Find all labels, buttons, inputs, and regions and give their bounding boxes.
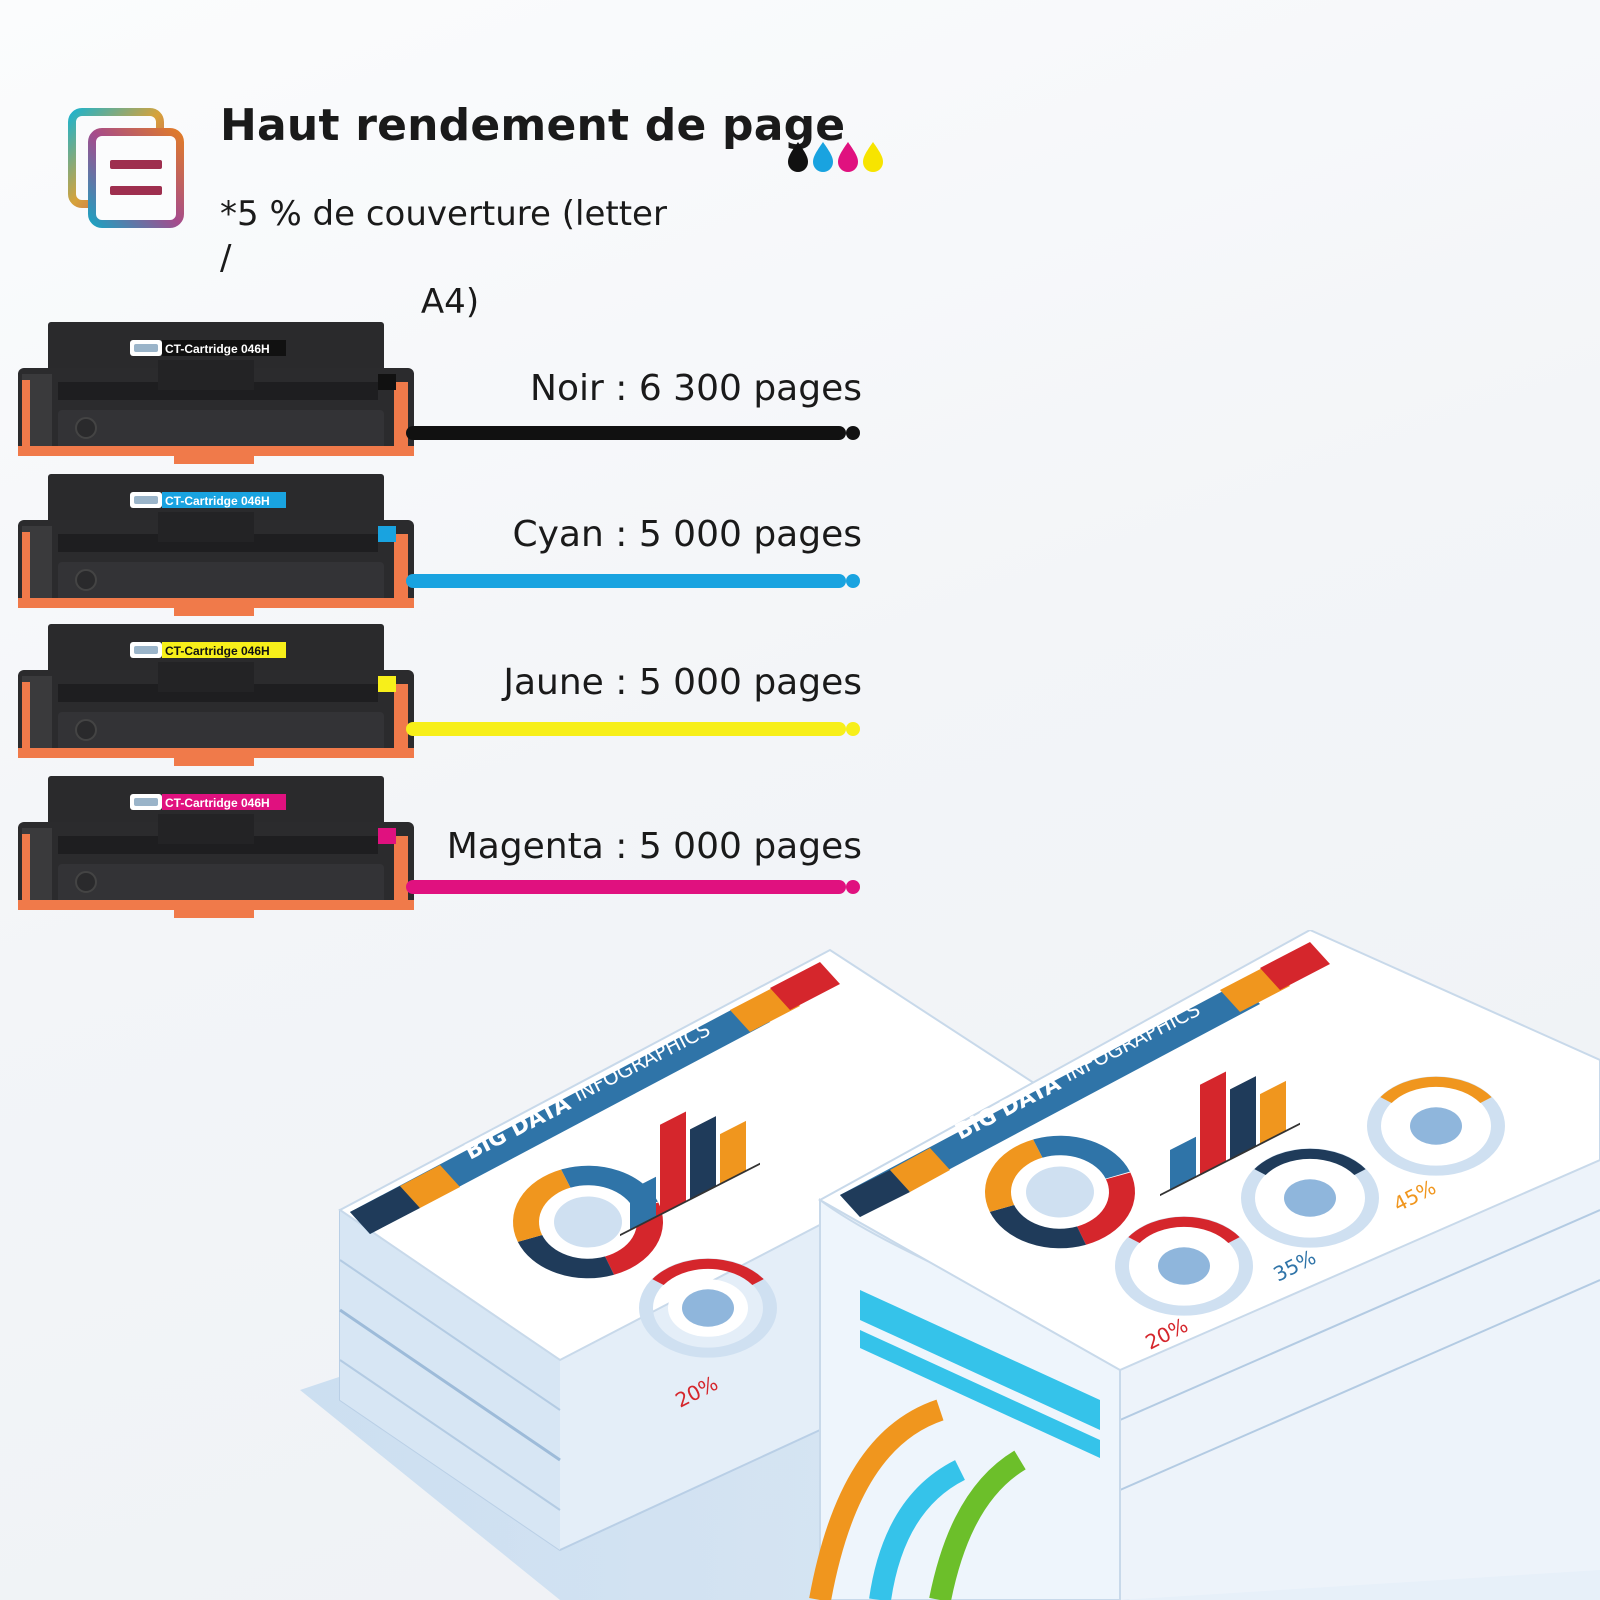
cartridge-model-label: CT-Cartridge 046H — [165, 796, 270, 810]
cartridge-model-label: CT-Cartridge 046H — [165, 342, 270, 356]
yield-label-magenta: Magenta : 5 000 pages — [446, 826, 862, 867]
toner-cartridge-cyan: CT-Cartridge 046H — [18, 474, 414, 616]
yellow-drop-icon — [863, 142, 883, 172]
yield-dot-magenta — [846, 880, 860, 894]
yield-label-cyan: Cyan : 5 000 pages — [512, 514, 862, 555]
paper-stack-illustration: BIG DATA INFOGRAPHICS 20% — [300, 930, 1600, 1600]
document-stack-icon — [68, 108, 184, 228]
yield-line-magenta — [406, 880, 846, 894]
yield-dot-cyan — [846, 574, 860, 588]
yield-line-black — [406, 426, 846, 440]
toner-cartridge-yellow: CT-Cartridge 046H — [18, 624, 414, 766]
toner-cartridge-magenta: CT-Cartridge 046H — [18, 776, 414, 918]
cartridge-model-label: CT-Cartridge 046H — [165, 494, 270, 508]
coverage-note-line2: A4) — [420, 282, 480, 322]
cyan-drop-icon — [813, 142, 833, 172]
yield-dot-black — [846, 426, 860, 440]
page-title: Haut rendement de page — [220, 100, 846, 151]
magenta-drop-icon — [838, 142, 858, 172]
black-drop-icon — [788, 142, 808, 172]
coverage-note: *5 % de couverture (letter / A4) — [220, 192, 680, 324]
right-paper-stack: BIG DATA INFOGRAPHICS — [809, 930, 1600, 1600]
yield-dot-yellow — [846, 722, 860, 736]
ink-drops-icon — [788, 142, 883, 172]
coverage-note-line1: *5 % de couverture (letter / — [220, 194, 667, 278]
toner-cartridge-black: CT-Cartridge 046H — [18, 322, 414, 464]
left-paper-stack: BIG DATA INFOGRAPHICS 20% — [338, 948, 1062, 1552]
yield-line-cyan — [406, 574, 846, 588]
yield-label-yellow: Jaune : 5 000 pages — [503, 662, 862, 703]
yield-label-black: Noir : 6 300 pages — [530, 368, 862, 409]
cartridge-model-label: CT-Cartridge 046H — [165, 644, 270, 658]
yield-line-yellow — [406, 722, 846, 736]
